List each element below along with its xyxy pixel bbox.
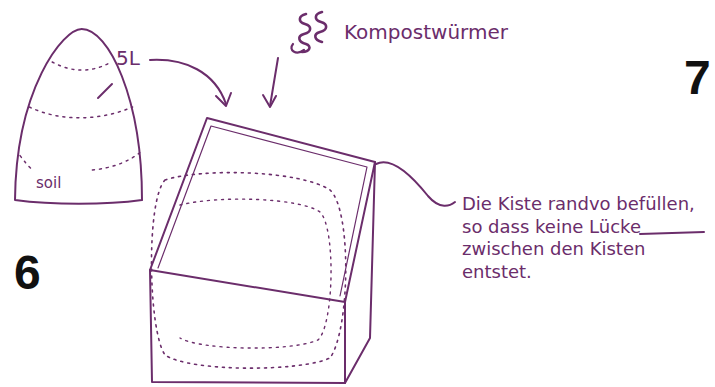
worm-label: Kompostwürmer (344, 20, 508, 45)
volume-label: 5L (116, 46, 140, 71)
step-number: 6 (14, 243, 41, 303)
step-number: 7 (684, 48, 711, 108)
instruction-note: Die Kiste randvo befüllen, so dass keine… (462, 193, 706, 283)
node-text: soil (36, 174, 61, 192)
